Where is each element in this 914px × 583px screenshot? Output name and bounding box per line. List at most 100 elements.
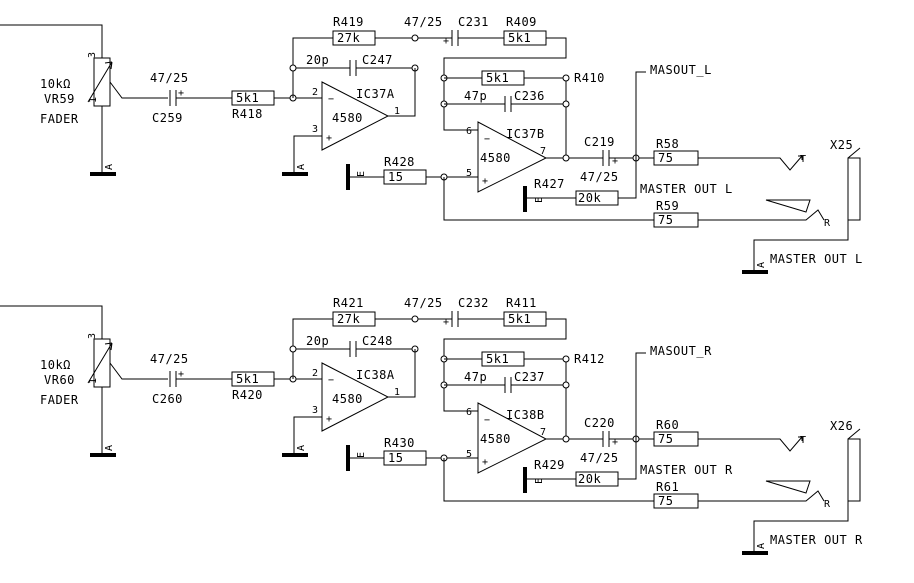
r-in-value: 5k1 bbox=[236, 91, 259, 105]
svg-text:R412: R412 bbox=[574, 352, 605, 366]
svg-text:E: E bbox=[534, 478, 545, 484]
channel-left: 3 1 10kΩ VR59 FADER A + 47/25 C259 5k1 R… bbox=[0, 15, 863, 274]
fader-label: FADER bbox=[40, 112, 79, 126]
r-pd-cap: 47/25 bbox=[580, 170, 619, 184]
svg-text:A: A bbox=[756, 262, 767, 268]
fader-pin3: 3 bbox=[87, 52, 98, 58]
svg-text:A: A bbox=[296, 164, 307, 170]
svg-text:R420: R420 bbox=[232, 388, 263, 402]
svg-text:E: E bbox=[356, 171, 367, 177]
svg-text:R430: R430 bbox=[384, 436, 415, 450]
svg-text:R60: R60 bbox=[656, 418, 679, 432]
svg-text:5: 5 bbox=[466, 449, 472, 460]
svg-text:75: 75 bbox=[658, 494, 673, 508]
svg-text:−: − bbox=[328, 94, 334, 105]
svg-text:E: E bbox=[356, 452, 367, 458]
svg-text:X26: X26 bbox=[830, 419, 853, 433]
svg-text:7: 7 bbox=[540, 146, 546, 157]
fader-input-wire bbox=[0, 24, 103, 58]
svg-text:R429: R429 bbox=[534, 458, 565, 472]
r-mid-ref: R409 bbox=[506, 15, 537, 29]
cap-c220 bbox=[602, 431, 610, 447]
cap-c260 bbox=[169, 371, 177, 387]
svg-text:+: + bbox=[178, 369, 184, 380]
fader-label: FADER bbox=[40, 393, 79, 407]
c-out-ref: C219 bbox=[584, 135, 615, 149]
jack-ring bbox=[698, 209, 825, 221]
svg-text:+: + bbox=[443, 317, 449, 328]
out-label: MASTER OUT L bbox=[640, 182, 733, 196]
opamp-ic38b bbox=[477, 402, 548, 474]
svg-text:1: 1 bbox=[88, 378, 99, 384]
svg-text:3: 3 bbox=[87, 333, 98, 339]
svg-text:27k: 27k bbox=[337, 312, 360, 326]
svg-text:A: A bbox=[104, 445, 115, 451]
jack-tip bbox=[698, 155, 803, 171]
svg-text:+: + bbox=[178, 88, 184, 99]
r-ret-value: 75 bbox=[658, 213, 673, 227]
svg-text:47/25: 47/25 bbox=[580, 451, 619, 465]
r-in-ref: R418 bbox=[232, 107, 263, 121]
resistor-r412 bbox=[481, 351, 525, 367]
c-fb2-value: 47p bbox=[464, 89, 487, 103]
svg-text:+: + bbox=[482, 176, 488, 187]
svg-text:R: R bbox=[824, 499, 831, 510]
opamp-ic37b bbox=[477, 121, 548, 193]
svg-text:47p: 47p bbox=[464, 370, 487, 384]
svg-text:+: + bbox=[443, 36, 449, 47]
svg-text:3: 3 bbox=[312, 124, 318, 135]
c-fb2-ref: C236 bbox=[514, 89, 545, 103]
r-mid-value: 5k1 bbox=[508, 31, 531, 45]
svg-text:+: + bbox=[612, 156, 618, 167]
cap-c236 bbox=[504, 96, 512, 112]
svg-text:T: T bbox=[800, 154, 806, 165]
r-ret-ref: R59 bbox=[656, 199, 679, 213]
svg-text:C220: C220 bbox=[584, 416, 615, 430]
cap-c237 bbox=[504, 377, 512, 393]
resistor-r410 bbox=[481, 70, 525, 86]
svg-text:+: + bbox=[326, 414, 332, 425]
fader-value: 10kΩ bbox=[40, 358, 71, 372]
svg-text:2: 2 bbox=[312, 368, 318, 379]
svg-text:T: T bbox=[800, 435, 806, 446]
svg-text:47/25: 47/25 bbox=[404, 296, 443, 310]
svg-text:1: 1 bbox=[394, 387, 400, 398]
svg-text:C248: C248 bbox=[362, 334, 393, 348]
svg-text:1: 1 bbox=[394, 106, 400, 117]
resistor-r411 bbox=[503, 311, 547, 327]
cap-in-ref: C259 bbox=[152, 111, 183, 125]
svg-text:75: 75 bbox=[658, 432, 673, 446]
svg-text:5k1: 5k1 bbox=[486, 352, 509, 366]
cap-c219 bbox=[602, 150, 610, 166]
svg-text:47/25: 47/25 bbox=[150, 352, 189, 366]
cap-c248 bbox=[349, 341, 357, 357]
jack-label: MASTER OUT L bbox=[770, 252, 863, 266]
svg-text:−: − bbox=[484, 134, 490, 145]
svg-text:6: 6 bbox=[466, 407, 472, 418]
svg-text:7: 7 bbox=[540, 427, 546, 438]
svg-text:IC38B: IC38B bbox=[506, 408, 545, 422]
svg-text:E: E bbox=[534, 197, 545, 203]
channel-right: 3 1 10kΩ VR60 FADER A + 47/25 C260 5k1 R… bbox=[0, 296, 863, 555]
svg-text:2: 2 bbox=[312, 87, 318, 98]
svg-text:+: + bbox=[326, 133, 332, 144]
svg-text:C260: C260 bbox=[152, 392, 183, 406]
svg-text:A: A bbox=[296, 445, 307, 451]
svg-text:15: 15 bbox=[388, 451, 403, 465]
opamp-ic38a bbox=[321, 362, 390, 432]
svg-text:MASOUT_R: MASOUT_R bbox=[650, 344, 712, 358]
svg-text:IC38A: IC38A bbox=[356, 368, 395, 382]
r-fb2-value: 5k1 bbox=[486, 71, 509, 85]
cap-c259 bbox=[169, 90, 177, 106]
svg-text:3: 3 bbox=[312, 405, 318, 416]
ic-a-part: 4580 bbox=[332, 111, 363, 125]
r-bias-ref: R428 bbox=[384, 155, 415, 169]
svg-text:C237: C237 bbox=[514, 370, 545, 384]
c-mid-value: 47/25 bbox=[404, 15, 443, 29]
svg-text:+: + bbox=[482, 457, 488, 468]
c-mid-ref: C231 bbox=[458, 15, 489, 29]
svg-text:MASTER OUT R: MASTER OUT R bbox=[770, 533, 863, 547]
ic-a-ref: IC37A bbox=[356, 87, 395, 101]
r-fb-ref: R419 bbox=[333, 15, 364, 29]
